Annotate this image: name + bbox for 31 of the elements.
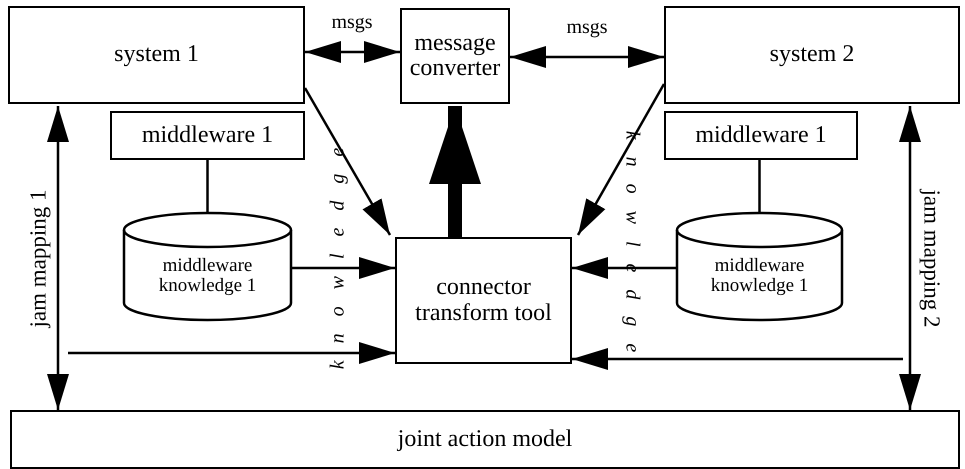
vertical-label: knowledge xyxy=(622,130,642,370)
node-label: system 1 xyxy=(114,42,199,68)
arrow xyxy=(899,106,921,410)
thick-arrow xyxy=(429,106,481,237)
node-label: middleware knowledge 1 xyxy=(710,256,810,296)
node-label: message converter xyxy=(408,30,502,82)
node-label: middleware 1 xyxy=(695,122,827,148)
arrow xyxy=(68,342,395,364)
process-box xyxy=(664,111,858,160)
node-label: middleware 1 xyxy=(142,122,274,148)
arrow xyxy=(510,46,664,68)
process-box xyxy=(395,237,572,364)
arrow xyxy=(572,257,676,279)
process-box xyxy=(110,111,305,160)
arrow xyxy=(47,106,69,410)
node-label: middleware knowledge 1 xyxy=(158,256,258,296)
node-label: joint action model xyxy=(398,426,572,452)
node-label: connector transform tool xyxy=(414,275,553,326)
vertical-label: knowledge xyxy=(327,130,347,370)
arrow xyxy=(304,87,392,236)
arrow xyxy=(305,41,400,63)
connector-line xyxy=(206,160,209,213)
process-box xyxy=(400,8,510,104)
connector-line xyxy=(758,160,761,213)
process-box xyxy=(664,6,960,104)
arrow xyxy=(292,257,395,279)
process-box xyxy=(10,410,960,469)
process-box xyxy=(8,6,305,104)
arrow xyxy=(572,348,903,370)
node-label: system 2 xyxy=(770,42,854,68)
arrow xyxy=(576,83,666,236)
